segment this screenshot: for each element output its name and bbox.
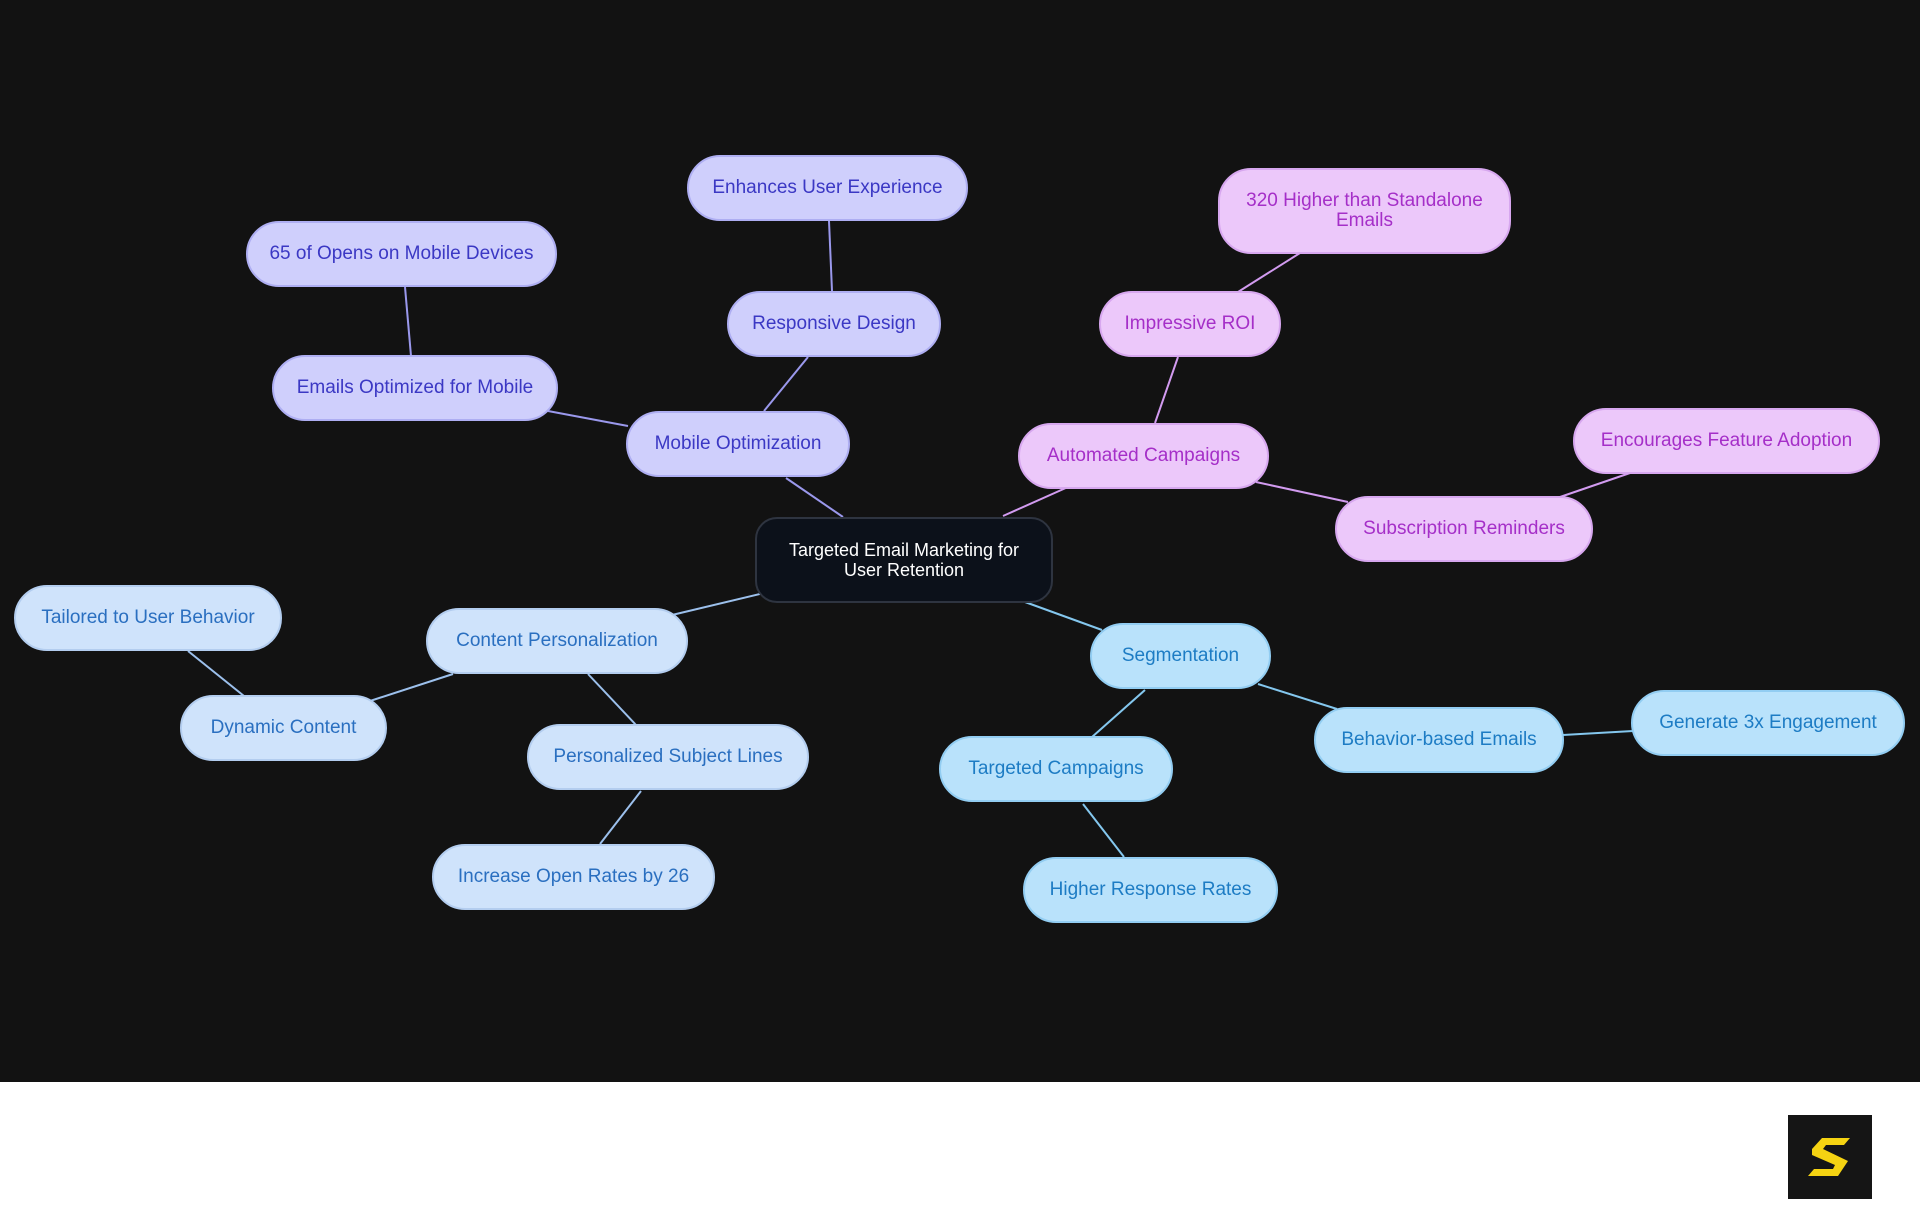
edge-segmentation-targeted-campaigns (1091, 689, 1146, 738)
edge-root-segmentation (1024, 601, 1103, 631)
node-mobile-optimization[interactable]: Mobile Optimization (626, 411, 850, 477)
node-generate-3x-engagement[interactable]: Generate 3x Engagement (1631, 690, 1905, 756)
edge-personalized-subject-increase-open-rates (599, 790, 642, 845)
node-impressive-roi[interactable]: Impressive ROI (1099, 291, 1281, 357)
edge-emails-optimized-65-opens (404, 286, 412, 357)
edge-content-personalization-personalized-subject (587, 673, 637, 726)
node-responsive-design[interactable]: Responsive Design (727, 291, 941, 357)
node-increase-open-rates[interactable]: Increase Open Rates by 26 (432, 844, 715, 910)
edge-dynamic-content-tailored (187, 650, 245, 697)
s-logo-icon[interactable] (1788, 1115, 1872, 1199)
node-automated-campaigns[interactable]: Automated Campaigns (1018, 423, 1269, 489)
node-encourages-feature-adoption[interactable]: Encourages Feature Adoption (1573, 408, 1880, 474)
node-targeted-campaigns[interactable]: Targeted Campaigns (939, 736, 1173, 802)
node-behavior-based-emails[interactable]: Behavior-based Emails (1314, 707, 1564, 773)
mind-map-canvas: Targeted Email Marketing for User Retent… (0, 0, 1920, 1082)
node-segmentation[interactable]: Segmentation (1090, 623, 1271, 689)
root-node[interactable]: Targeted Email Marketing for User Retent… (755, 517, 1053, 603)
node-320-higher-than-standalone[interactable]: 320 Higher than Standalone Emails (1218, 168, 1511, 254)
node-emails-optimized-for-mobile[interactable]: Emails Optimized for Mobile (272, 355, 558, 421)
node-subscription-reminders[interactable]: Subscription Reminders (1335, 496, 1593, 562)
footer-area (0, 1082, 1920, 1215)
node-personalized-subject-lines[interactable]: Personalized Subject Lines (527, 724, 809, 790)
edge-automated-campaigns-subscription-reminders (1255, 481, 1349, 503)
edge-behavior-based-generate-engagement (1562, 730, 1634, 736)
edge-responsive-design-enhances-ux (828, 220, 833, 292)
node-enhances-user-experience[interactable]: Enhances User Experience (687, 155, 968, 221)
edge-targeted-campaigns-higher-response (1082, 803, 1125, 858)
edge-content-personalization-dynamic-content (369, 673, 454, 702)
edge-root-automated-campaigns (1002, 486, 1069, 517)
edge-root-content-personalization (671, 592, 765, 616)
edge-segmentation-behavior-based (1257, 683, 1338, 710)
node-content-personalization[interactable]: Content Personalization (426, 608, 688, 674)
node-tailored-to-user-behavior[interactable]: Tailored to User Behavior (14, 585, 282, 651)
node-dynamic-content[interactable]: Dynamic Content (180, 695, 387, 761)
edge-automated-campaigns-impressive-roi (1154, 356, 1179, 424)
edge-subscription-reminders-encourages-adoption (1559, 472, 1631, 498)
node-higher-response-rates[interactable]: Higher Response Rates (1023, 857, 1278, 923)
edge-mobile-optimization-responsive-design (763, 356, 809, 412)
s-logo-glyph (1808, 1138, 1850, 1176)
node-65-opens-on-mobile[interactable]: 65 of Opens on Mobile Devices (246, 221, 557, 287)
edge-impressive-roi-320-higher (1237, 252, 1301, 293)
mind-map-connectors (187, 220, 1634, 858)
edge-mobile-optimization-emails-optimized (547, 410, 629, 427)
edge-root-mobile-optimization (785, 477, 844, 518)
